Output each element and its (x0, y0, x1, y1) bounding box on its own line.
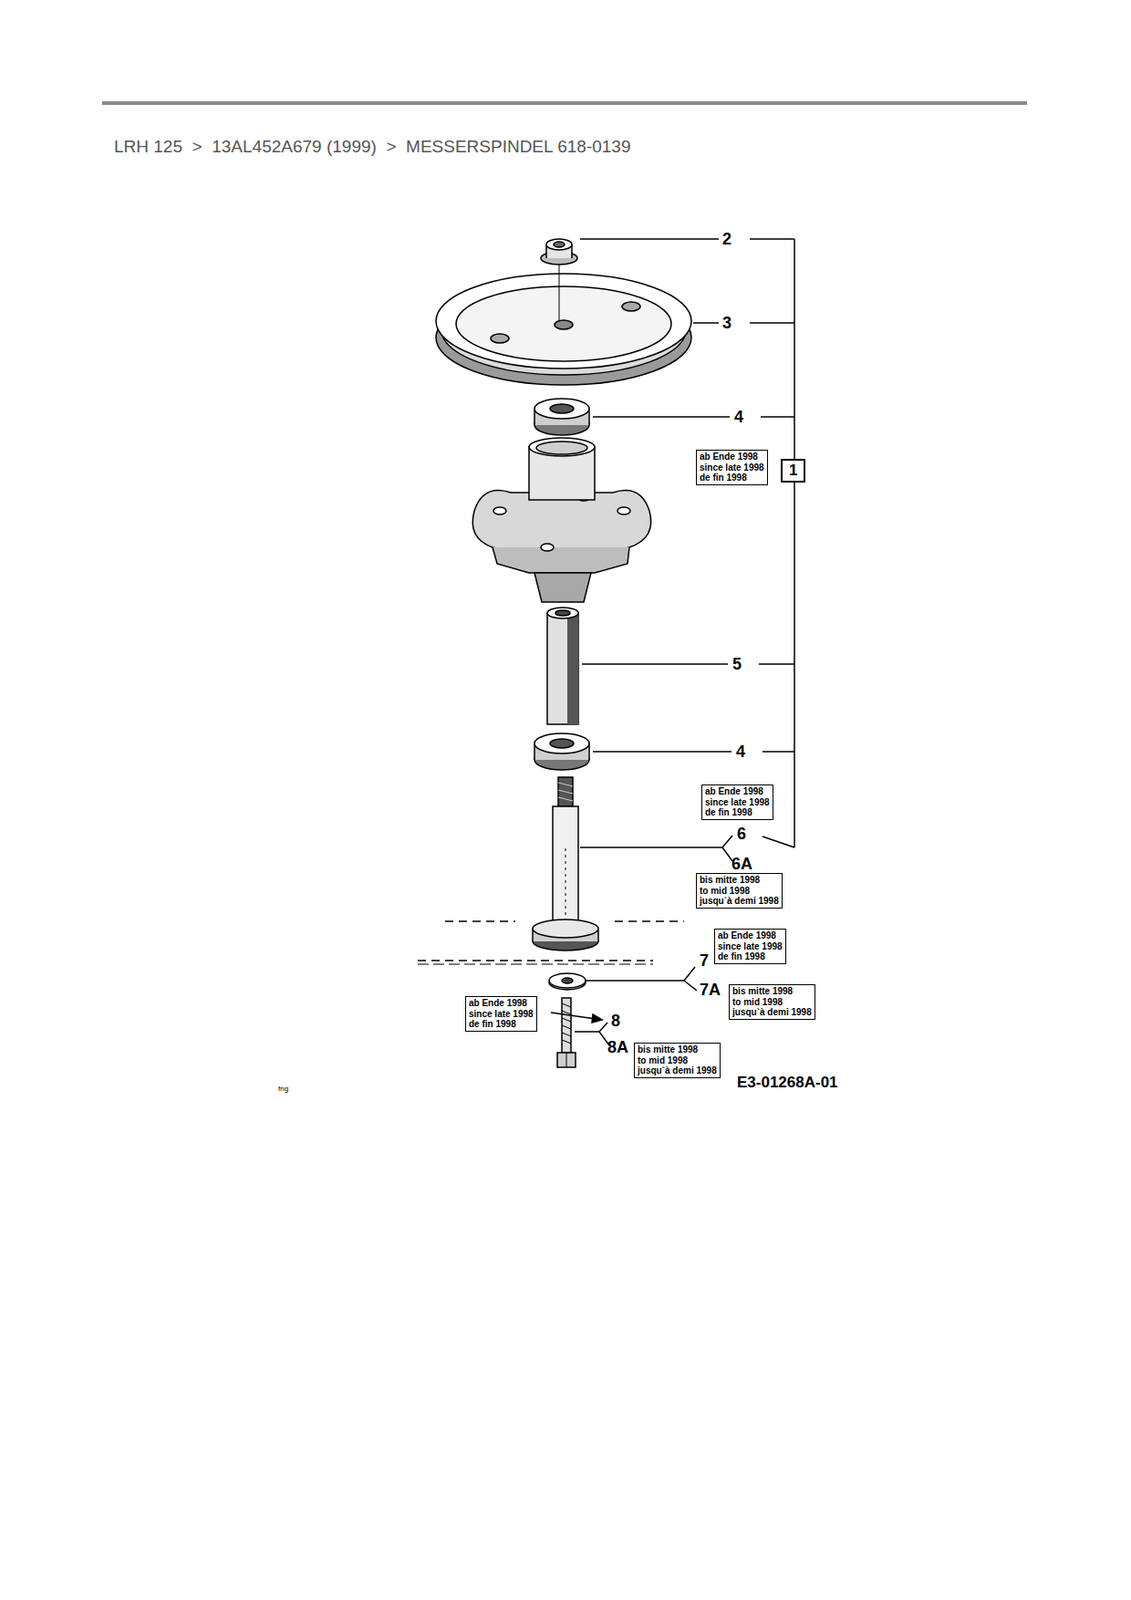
date-note-box: ab Ende 1998since late 1998de fin 1998 (701, 784, 774, 820)
note-text: since late 1998 (468, 1008, 534, 1020)
drawing-code: E3-01268A-01 (736, 1074, 839, 1090)
date-note-box: bis mitte 1998to mid 1998jusqu`à demi 19… (728, 984, 816, 1020)
note-text: ab Ende 1998 (717, 930, 783, 942)
callout-number: 2 (722, 230, 732, 248)
note-text: de fin 1998 (699, 472, 765, 484)
note-text: bis mitte 1998 (732, 985, 812, 997)
date-note-box: bis mitte 1998to mid 1998jusqu`à demi 19… (633, 1042, 721, 1079)
note-text: bis mitte 1998 (637, 1044, 717, 1056)
note-text: de fin 1998 (705, 807, 770, 819)
callout-number: 8A (607, 1038, 629, 1056)
callout-number: 4 (734, 408, 744, 426)
note-text: ab Ende 1998 (699, 451, 765, 463)
date-note-box: ab Ende 1998since late 1998de fin 1998 (465, 996, 538, 1032)
callout-number: 7A (699, 981, 721, 998)
date-note-box: bis mitte 1998to mid 1998jusqu`à demi 19… (695, 872, 783, 909)
callout-number: 6A (731, 855, 753, 872)
note-text: 1 (788, 461, 798, 480)
header-rule (102, 101, 1028, 105)
note-text: de fin 1998 (717, 951, 783, 963)
callout-number: 7 (699, 952, 709, 969)
deck-dashes (417, 921, 685, 965)
callout-number: 3 (722, 314, 732, 332)
note-text: de fin 1998 (468, 1018, 534, 1030)
callout-number: 4 (736, 743, 746, 760)
leader-lines (550, 238, 795, 1046)
note-text: since late 1998 (705, 797, 770, 809)
callout-number: 6 (736, 825, 747, 842)
date-note-box: ab Ende 1998since late 1998de fin 1998 (695, 449, 768, 486)
note-text: to mid 1998 (637, 1055, 717, 1067)
callout-number: 5 (732, 655, 742, 673)
note-text: to mid 1998 (699, 885, 779, 897)
note-text: bis mitte 1998 (699, 874, 779, 886)
breadcrumb-title: LRH 125 > 13AL452A679 (1999) > MESSERSPI… (114, 136, 631, 157)
callout-number: 8 (611, 1012, 621, 1029)
note-text: ab Ende 1998 (468, 997, 534, 1009)
note-text: ab Ende 1998 (705, 786, 770, 798)
note-text: since late 1998 (699, 462, 765, 474)
note-text: jusqu`à demi 1998 (732, 1006, 812, 1018)
note-text: to mid 1998 (732, 996, 812, 1008)
date-note-box: ab Ende 1998since late 1998de fin 1998 (714, 928, 787, 965)
note-text: jusqu`à demi 1998 (637, 1065, 717, 1077)
note-text: since late 1998 (717, 941, 783, 953)
assembly-number-box: 1 (780, 458, 806, 483)
file-mark: fng (278, 1085, 289, 1093)
exploded-view (435, 238, 692, 1068)
note-text: jusqu`à demi 1998 (699, 895, 779, 907)
